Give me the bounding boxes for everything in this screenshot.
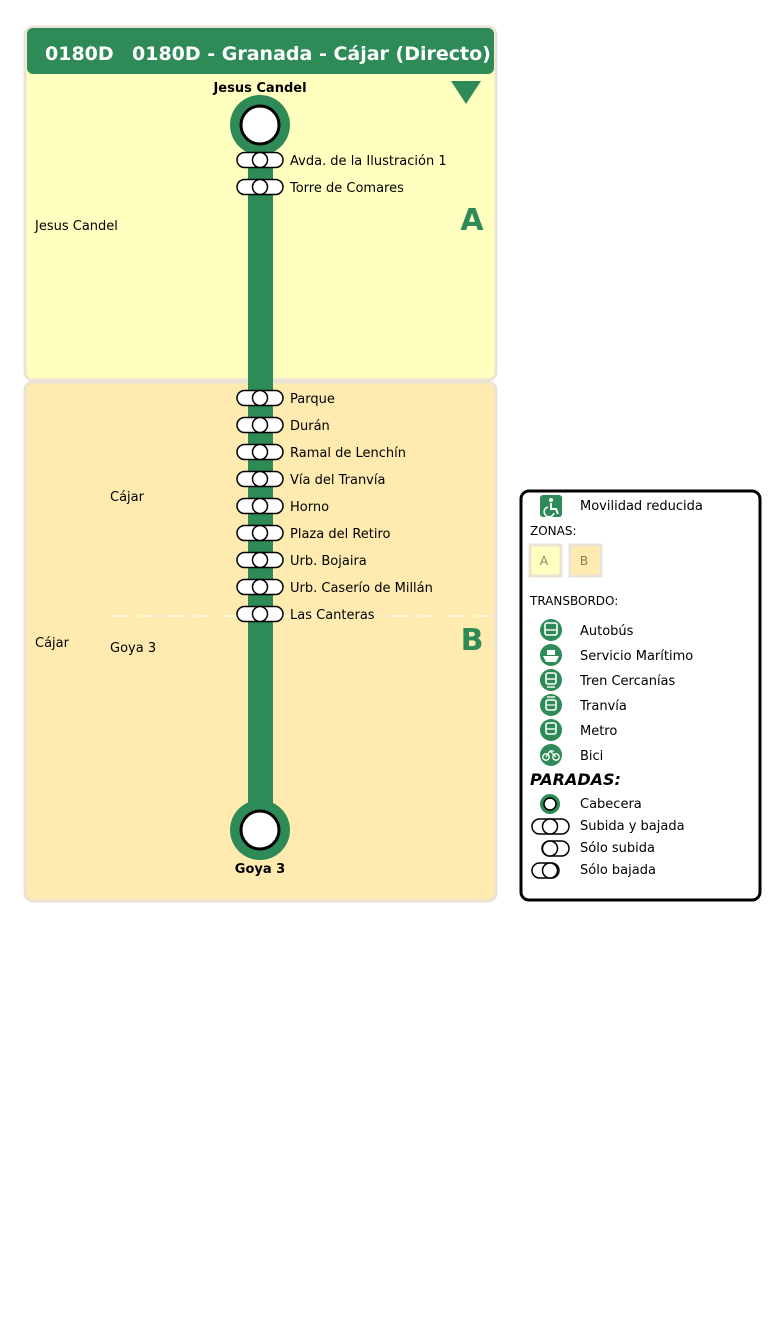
stop-circle: [251, 178, 269, 196]
stop-marker: [236, 151, 284, 169]
stop-marker: [236, 605, 284, 623]
stop-circle: [251, 151, 269, 169]
stop-label: Vía del Tranvía: [290, 473, 385, 488]
legend-stops-title: PARADAS:: [530, 770, 621, 789]
route-name: 0180D - Granada - Cájar (Directo): [132, 43, 491, 65]
legend-stop-type-label: Sólo subida: [580, 841, 655, 856]
legend-accessibility-label: Movilidad reducida: [580, 499, 703, 514]
stops-layer: Avda. de la Ilustración 1 Torre de Comare…: [236, 151, 447, 623]
terminal-start: [230, 95, 290, 155]
legend-transfer-label: Tranvía: [579, 699, 627, 714]
stop-marker: [236, 551, 284, 569]
sub-area-label: Cájar: [110, 490, 145, 505]
stop-label: Las Canteras: [290, 608, 375, 623]
stop-marker: [236, 497, 284, 515]
train-icon: [540, 669, 562, 691]
metro-icon: [540, 719, 562, 741]
stop-circle: [251, 605, 269, 623]
subida-bajada-icon: [531, 818, 570, 835]
legend-box: [519, 489, 762, 902]
legend-transfer-label: Autobús: [580, 624, 634, 639]
stop-circle: [251, 389, 269, 407]
direction-down-icon: [451, 81, 481, 104]
cabecera-icon: [540, 794, 560, 814]
legend-zone-b-swatch: [568, 543, 603, 578]
route-header: [27, 28, 494, 74]
municipality-label: Jesus Candel: [34, 219, 118, 234]
stop-circle: [251, 443, 269, 461]
stop-circle: [251, 524, 269, 542]
legend-transfer-label: Bici: [580, 749, 603, 764]
stop-circle: [251, 551, 269, 569]
legend-zone-b-text: B: [580, 554, 588, 568]
solo-bajada-icon: [531, 862, 560, 879]
stop-label: Torre de Comares: [289, 181, 404, 196]
tram-icon: [540, 694, 562, 716]
legend-stop-type-label: Sólo bajada: [580, 863, 656, 878]
terminal-end: [230, 800, 290, 860]
stop-marker: [236, 389, 284, 407]
stop-label: Durán: [290, 419, 330, 434]
legend-stop-type-label: Subida y bajada: [580, 819, 685, 834]
stop-marker: [236, 578, 284, 596]
legend-transfer-label: Servicio Marítimo: [580, 649, 693, 664]
legend-zone-a-text: A: [540, 554, 549, 568]
boat-icon: [540, 644, 562, 666]
stop-label: Horno: [290, 500, 329, 515]
stop-label: Urb. Caserío de Millán: [290, 581, 433, 596]
legend-transfer-label: Tren Cercanías: [579, 674, 676, 689]
route-code: 0180D: [45, 43, 114, 65]
legend-stop-type-label: Cabecera: [580, 797, 642, 812]
stop-label: Avda. de la Ilustración 1: [290, 154, 447, 169]
stop-circle: [251, 497, 269, 515]
legend-zones-title: ZONAS:: [530, 524, 577, 538]
solo-subida-icon: [541, 840, 570, 857]
stop-circle: [251, 416, 269, 434]
stop-label: Plaza del Retiro: [290, 527, 391, 542]
legend-transfer-title: TRANSBORDO:: [529, 594, 618, 608]
legend-transfer-label: Metro: [580, 724, 617, 739]
bike-icon: [540, 744, 562, 766]
stop-marker: [236, 524, 284, 542]
stop-circle: [251, 470, 269, 488]
stop-marker: [236, 178, 284, 196]
terminal-start-label: Jesus Candel: [212, 81, 306, 96]
terminal-end-label: Goya 3: [235, 862, 285, 877]
stop-marker: [236, 470, 284, 488]
stop-label: Urb. Bojaira: [290, 554, 367, 569]
zone-b-label: B: [461, 623, 484, 658]
stop-label: Parque: [290, 392, 335, 407]
stop-label: Ramal de Lenchín: [290, 446, 406, 461]
stop-marker: [236, 443, 284, 461]
bus-icon: [540, 619, 562, 641]
legend-zone-a-swatch: [528, 543, 563, 578]
stop-circle: [251, 578, 269, 596]
zone-a-label: A: [460, 203, 484, 238]
stop-marker: [236, 416, 284, 434]
wheelchair-icon: [540, 495, 562, 518]
sub-area-label: Goya 3: [110, 641, 156, 656]
municipality-label: Cájar: [35, 636, 70, 651]
